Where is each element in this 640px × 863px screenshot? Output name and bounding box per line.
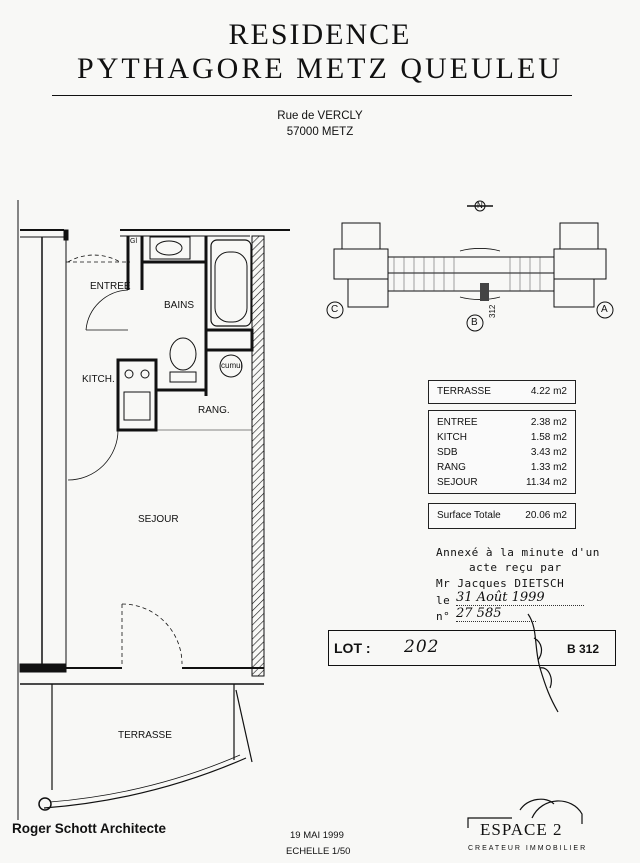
plan-date: 19 MAI 1999 [290,830,344,841]
annex-date-value: 31 Août 1999 [456,590,584,606]
developer-logo [467,798,583,828]
room-label-terrasse: TERRASSE [118,730,172,741]
plan-scale: ECHELLE 1/50 [286,846,351,857]
surface-label: SEJOUR [437,477,478,488]
architect-name: Roger Schott Architecte [12,821,167,836]
annex-number-label: n° [436,610,451,623]
annex-stamp-line-2: acte reçu par [469,561,562,574]
building-code-label: 312 [488,304,497,318]
terrace-surface-value: 4.22 m2 [530,386,567,397]
surface-label: ENTREE [437,417,478,428]
room-label-kitch: KITCH. [82,374,115,385]
lot-highlight [480,283,489,301]
terrace-surface-box: TERRASSE 4.22 m2 [428,380,576,404]
surface-label: RANG [437,462,466,473]
surface-row: SDB 3.43 m2 [437,445,567,460]
total-surface-value: 20.06 m2 [525,510,567,521]
signature [527,613,559,713]
annex-number-value: 27 585 [456,606,536,622]
title-line-2: PYTHAGORE METZ QUEULEU [77,52,563,85]
duct-label: Gl [130,238,137,245]
surface-value: 1.58 m2 [530,432,567,443]
title-line-1: RESIDENCE [228,18,412,51]
surface-label: KITCH [437,432,467,443]
rooms-surface-box: ENTREE 2.38 m2 KITCH 1.58 m2 SDB 3.43 m2 RA… [428,410,576,494]
lot-number: 202 [404,637,440,657]
annex-stamp-line-3: Mr Jacques DIETSCH [436,577,565,590]
site-plan [326,200,614,332]
surface-value: 1.33 m2 [530,462,567,473]
lot-building: B 312 [567,642,600,656]
room-label-rang: RANG. [198,405,230,416]
room-label-entree: ENTREE [90,281,131,292]
site-label-b: B [471,317,478,328]
water-heater-label: cumul [221,361,243,370]
surface-row: RANG 1.33 m2 [437,460,567,475]
surface-value: 11.34 m2 [526,477,567,488]
surface-value: 2.38 m2 [530,417,567,428]
wing-c-block [341,222,381,250]
terrace-surface-label: TERRASSE [437,386,491,397]
surface-value: 3.43 m2 [530,447,567,458]
developer-name: ESPACE 2 [480,820,563,839]
wing-a-block [559,222,599,250]
lot-label: LOT : [334,640,371,656]
site-label-c: C [331,304,339,315]
north-arrow-label: N [477,201,483,210]
city-address: 57000 METZ [286,126,354,138]
surface-row: KITCH 1.58 m2 [437,430,567,445]
street-address: Rue de VERCLY [277,110,363,122]
lot-box [328,630,616,666]
surface-row: ENTREE 2.38 m2 [437,415,567,430]
annex-date-label: le [436,594,451,607]
room-label-bains: BAINS [164,300,195,311]
surface-row: SEJOUR 11.34 m2 [437,475,567,490]
total-surface-label: Surface Totale [437,510,501,521]
developer-tagline: CREATEUR IMMOBILIER [468,845,588,852]
title-underline [52,95,572,96]
room-label-sejour: SEJOUR [138,514,179,525]
annex-stamp-line-1: Annexé à la minute d'un [436,546,600,559]
site-label-a: A [601,304,608,315]
surface-label: SDB [437,447,458,458]
total-surface-box: Surface Totale 20.06 m2 [428,503,576,529]
central-block [387,256,555,292]
